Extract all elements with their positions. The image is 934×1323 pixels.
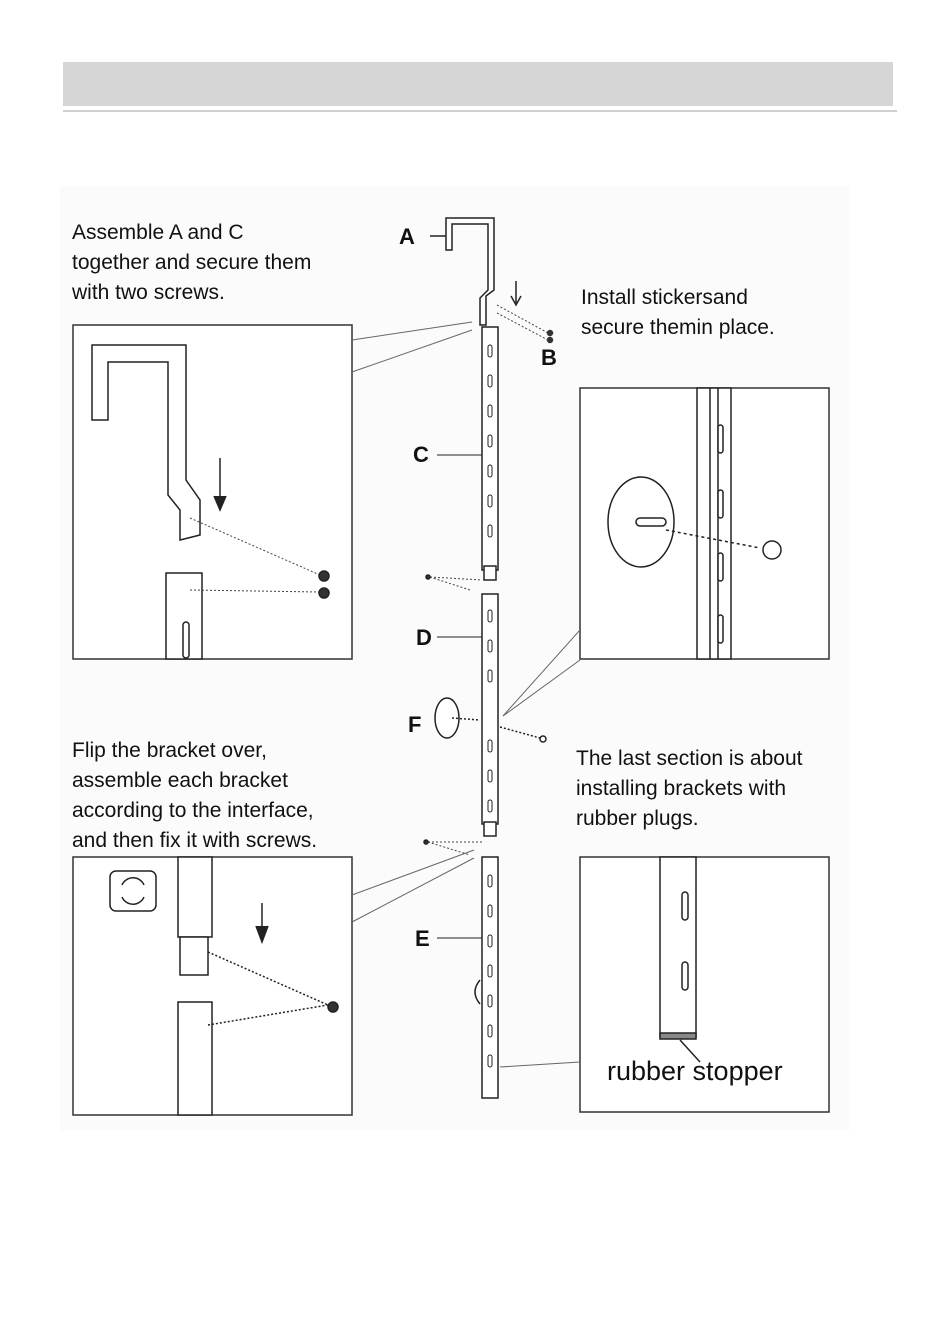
caption-flip-bracket: Flip the bracket over, assemble each bra…	[72, 736, 317, 856]
part-b-screws	[548, 331, 553, 343]
label-part-a: A	[399, 225, 415, 249]
label-part-e: E	[415, 927, 430, 951]
label-part-c: C	[413, 443, 429, 467]
detail-screw-1	[319, 571, 329, 581]
detail-stopper	[660, 857, 700, 1062]
label-part-f: F	[408, 713, 421, 737]
callout-lines	[352, 322, 580, 1067]
caption-last-section: The last section is about installing bra…	[576, 744, 802, 834]
caption-assemble-a-c: Assemble A and C together and secure the…	[72, 218, 311, 308]
detail-screw-2	[319, 588, 329, 598]
part-c-post	[482, 327, 498, 580]
detail-panel-ac	[73, 325, 352, 659]
bracket-arc	[475, 980, 480, 1004]
label-part-b: B	[541, 346, 557, 370]
label-part-d: D	[416, 626, 432, 650]
detail-post-top	[166, 573, 202, 659]
rubber-stopper-label: rubber stopper	[607, 1056, 783, 1086]
caption-install-stickers: Install stickersand secure themin place.	[581, 283, 775, 343]
part-a-hook	[430, 218, 494, 325]
